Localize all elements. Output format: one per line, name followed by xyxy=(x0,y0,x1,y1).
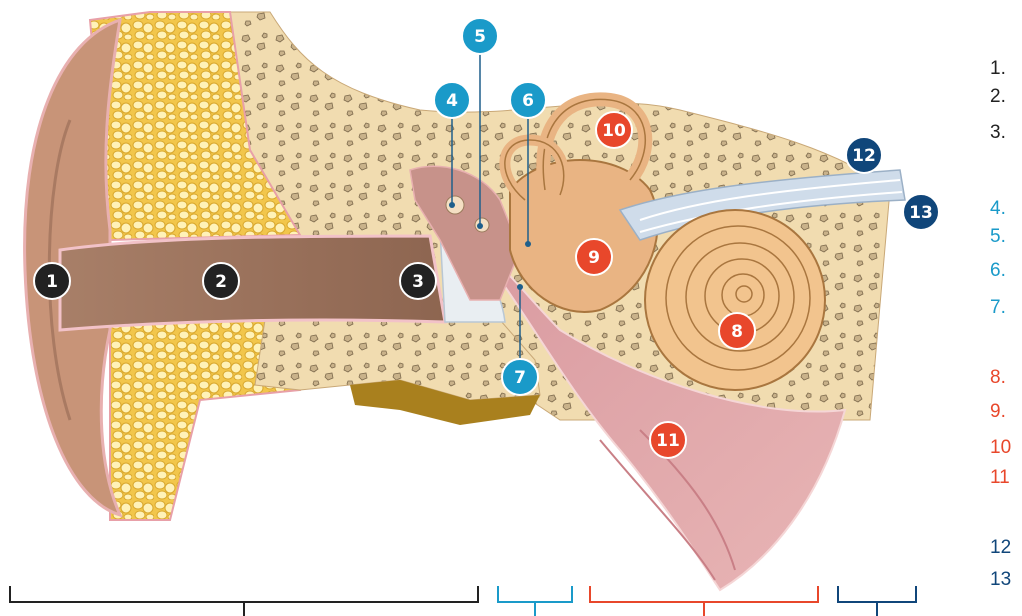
legend-item-4: 4. xyxy=(990,198,1006,219)
marker-12: 12 xyxy=(846,137,882,173)
marker-13: 13 xyxy=(903,194,939,230)
marker-10: 10 xyxy=(596,112,632,148)
legend: 1. 2. 3. 4. 5. 6. 7. 8. 9. 10 11 12 13 xyxy=(990,58,1011,590)
marker-5: 5 xyxy=(462,18,498,54)
marker-label: 8 xyxy=(731,322,743,342)
legend-item-9: 9. xyxy=(990,401,1006,422)
legend-item-2: 2. xyxy=(990,86,1006,107)
legend-item-8: 8. xyxy=(990,367,1006,388)
marker-1: 1 xyxy=(34,263,70,299)
leader-dot-7 xyxy=(517,284,523,290)
marker-8: 8 xyxy=(719,313,755,349)
marker-4: 4 xyxy=(434,82,470,118)
marker-label: 3 xyxy=(412,272,424,292)
bracket-middle xyxy=(498,586,572,616)
legend-item-1: 1. xyxy=(990,58,1006,79)
marker-label: 13 xyxy=(909,203,933,223)
ear-canal xyxy=(60,236,445,330)
marker-3: 3 xyxy=(400,263,436,299)
marker-9: 9 xyxy=(576,239,612,275)
legend-item-10: 10 xyxy=(990,437,1011,458)
bracket-inner xyxy=(590,586,818,616)
legend-item-7: 7. xyxy=(990,297,1006,318)
marker-label: 7 xyxy=(514,368,526,388)
legend-item-12: 12 xyxy=(990,537,1011,558)
legend-item-3: 3. xyxy=(990,122,1006,143)
leader-dot-5 xyxy=(477,223,483,229)
marker-label: 2 xyxy=(215,272,227,292)
marker-label: 6 xyxy=(522,91,534,111)
region-brackets xyxy=(10,586,916,616)
leader-dot-4 xyxy=(449,202,455,208)
marker-7: 7 xyxy=(502,359,538,395)
legend-item-5: 5. xyxy=(990,226,1006,247)
marker-11: 11 xyxy=(650,422,686,458)
marker-label: 1 xyxy=(46,272,58,292)
legend-item-13: 13 xyxy=(990,569,1011,590)
legend-item-6: 6. xyxy=(990,260,1006,281)
marker-label: 12 xyxy=(852,146,876,166)
marker-label: 4 xyxy=(446,91,458,111)
legend-item-11: 11 xyxy=(990,467,1010,488)
leader-dot-6 xyxy=(525,241,531,247)
cochlea xyxy=(645,210,825,390)
marker-label: 9 xyxy=(588,248,600,268)
marker-label: 10 xyxy=(602,121,626,141)
marker-label: 11 xyxy=(656,431,680,451)
marker-label: 5 xyxy=(474,27,486,47)
marker-2: 2 xyxy=(203,263,239,299)
marker-6: 6 xyxy=(510,82,546,118)
bracket-nerve xyxy=(838,586,916,616)
bracket-outer xyxy=(10,586,478,616)
